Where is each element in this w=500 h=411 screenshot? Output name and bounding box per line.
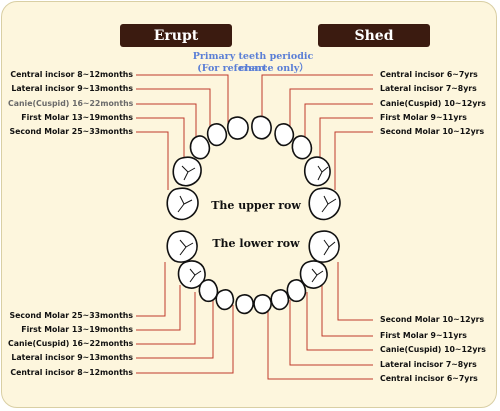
leader-upper-canine-shed — [304, 103, 373, 145]
lower-shed-second-molar: Second Molar 10~12yrs — [380, 315, 485, 324]
upper-shed-canine: Canie(Cuspid) 10~12yrs — [380, 99, 486, 108]
lower-molar-grooves — [179, 239, 336, 283]
tooth-upper-central-incisor-right — [251, 115, 272, 140]
leader-lower-lateral-incisor-shed — [289, 300, 373, 366]
tooth-lower-canine-right — [286, 279, 307, 303]
upper-shed-lateral-incisor: Lateral incisor 7~8yrs — [380, 84, 477, 93]
leader-upper-canine-erupt — [136, 103, 197, 145]
tooth-upper-lateral-incisor-right — [274, 123, 295, 147]
upper-arch — [166, 115, 341, 221]
upper-left-leaders — [136, 74, 229, 190]
lower-left-leaders — [136, 262, 234, 374]
tooth-upper-canine-left — [189, 135, 211, 160]
lower-shed-canine: Canie(Cuspid) 10~12yrs — [380, 345, 486, 354]
leader-upper-first-molar-erupt — [136, 117, 185, 162]
leader-upper-central-incisor-shed — [261, 74, 373, 124]
tooth-lower-canine-left — [198, 279, 219, 303]
tooth-upper-second-molar-left — [166, 187, 199, 221]
upper-erupt-first-molar: First Molar 13~19months — [21, 113, 133, 122]
tooth-lower-central-incisor-right — [253, 294, 272, 315]
upper-erupt-second-molar: Second Molar 25~33months — [9, 127, 133, 136]
upper-shed-second-molar: Second Molar 10~12yrs — [380, 127, 485, 136]
upper-shed-central-incisor: Central incisor 6~7yrs — [380, 70, 478, 79]
leader-lower-central-incisor-erupt — [136, 305, 234, 374]
tooth-upper-lateral-incisor-left — [206, 123, 228, 147]
lower-right-leaders — [267, 262, 373, 380]
leader-upper-second-molar-shed — [334, 131, 373, 190]
tooth-upper-central-incisor-left — [226, 116, 249, 140]
upper-right-leaders — [261, 74, 373, 190]
leader-lower-first-molar-shed — [321, 285, 373, 337]
upper-molar-grooves — [177, 165, 337, 213]
leader-lower-canine-erupt — [136, 292, 196, 345]
leader-lower-canine-shed — [306, 292, 373, 351]
leader-upper-lateral-incisor-shed — [289, 88, 373, 133]
tooth-lower-lateral-incisor-left — [215, 289, 235, 311]
leader-upper-lateral-incisor-erupt — [136, 88, 211, 133]
upper-shed-first-molar: First Molar 9~11yrs — [380, 113, 467, 122]
upper-erupt-central-incisor: Central incisor 8~12months — [10, 70, 133, 79]
chart-title: Primary teeth periodic chart — [192, 51, 314, 74]
tooth-lower-central-incisor-left — [235, 294, 254, 315]
lower-shed-central-incisor: Central incisor 6~7yrs — [380, 374, 478, 383]
tooth-lower-lateral-incisor-right — [270, 289, 290, 311]
leader-lower-first-molar-erupt — [136, 285, 181, 331]
leader-lower-second-molar-erupt — [136, 262, 166, 317]
lower-row-label: The lower row — [212, 237, 300, 250]
upper-erupt-lateral-incisor: Lateral incisor 9~13months — [11, 84, 133, 93]
lower-erupt-lateral-incisor: Lateral incisor 9~13months — [11, 353, 133, 362]
tooth-upper-canine-right — [291, 135, 313, 160]
lower-erupt-central-incisor: Central incisor 8~12months — [10, 368, 133, 377]
tooth-lower-second-molar-right — [308, 230, 340, 263]
erupt-header: Erupt — [120, 24, 232, 47]
tooth-lower-second-molar-left — [166, 230, 198, 263]
lower-shed-lateral-incisor: Lateral incisor 7~8yrs — [380, 360, 477, 369]
lower-erupt-first-molar: First Molar 13~19months — [21, 325, 133, 334]
lower-arch — [166, 230, 340, 315]
leader-upper-first-molar-shed — [319, 117, 373, 162]
lower-shed-first-molar: First Molar 9~11yrs — [380, 331, 467, 340]
tooth-lower-first-molar-right — [299, 260, 328, 289]
leader-upper-second-molar-erupt — [136, 131, 169, 190]
leader-lower-lateral-incisor-erupt — [136, 300, 214, 359]
upper-erupt-canine: Canie(Cuspid) 16~22months — [8, 99, 134, 108]
leader-upper-central-incisor-erupt — [136, 74, 229, 124]
upper-row-label: The upper row — [211, 199, 301, 212]
leader-lower-second-molar-shed — [337, 262, 373, 321]
tooth-upper-first-molar-right — [303, 156, 331, 187]
shed-header: Shed — [318, 24, 430, 47]
lower-erupt-canine: Canie(Cuspid) 16~22months — [8, 339, 134, 348]
lower-erupt-second-molar: Second Molar 25~33months — [9, 311, 133, 320]
tooth-upper-second-molar-right — [308, 187, 341, 221]
chart-subtitle: (For reference only） — [197, 63, 309, 74]
leader-lower-central-incisor-shed — [267, 305, 373, 380]
